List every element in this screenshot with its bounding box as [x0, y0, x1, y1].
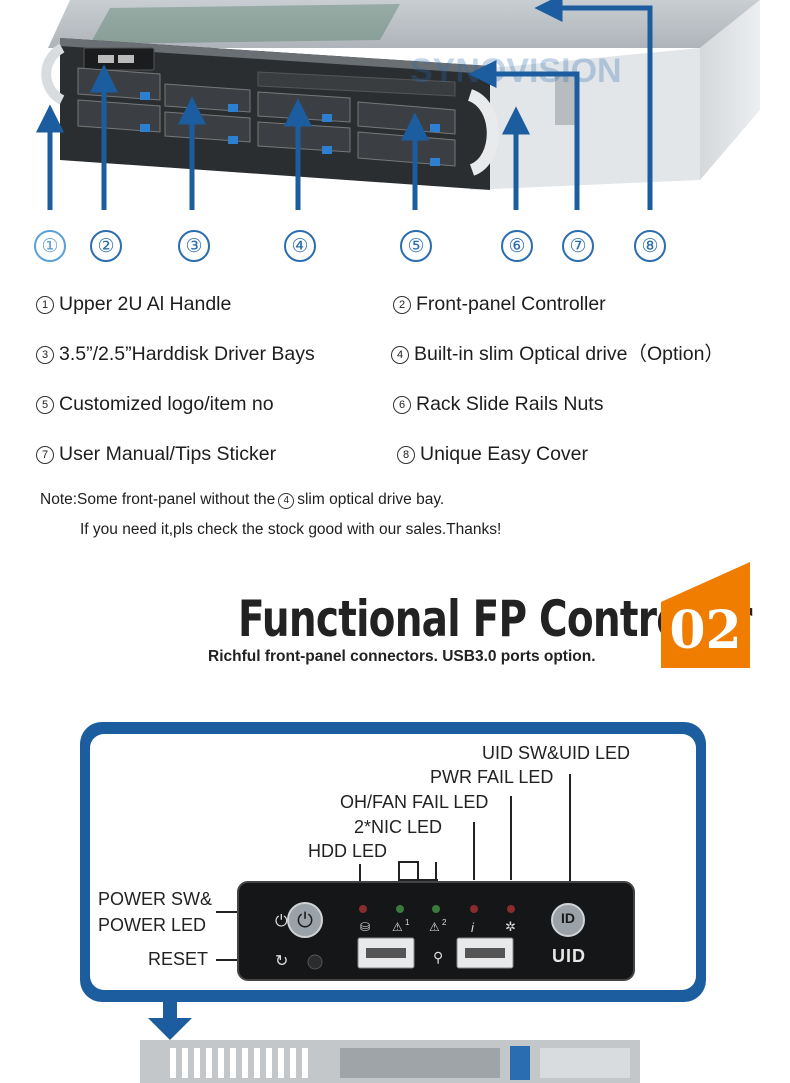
- label-nic-led: 2*NIC LED: [354, 817, 443, 837]
- fan-led-icon: ✲: [505, 919, 516, 934]
- hdd-led-icon: ⛁: [360, 920, 370, 934]
- label-pwr-fail-led: PWR FAIL LED: [430, 767, 554, 787]
- section-number: 02: [669, 600, 742, 661]
- label-reset: RESET: [148, 949, 209, 969]
- callout-number-1: ①: [32, 226, 68, 262]
- down-arrow-icon: [148, 1000, 192, 1040]
- nic2-index: 2: [442, 918, 447, 927]
- section-subtitle: Richful front-panel connectors. USB3.0 p…: [208, 648, 596, 665]
- power-glyph-icon: ⏻: [275, 911, 288, 930]
- watermark-text: SYNOVISION: [410, 52, 622, 90]
- usb-icon: ⚲: [433, 949, 443, 965]
- uid-panel-label: UID: [552, 946, 586, 966]
- callout-number-4: ④: [282, 226, 318, 262]
- server-front-photo: SYNOVISION: [35, 0, 760, 210]
- callout-number-5: ⑤: [398, 226, 434, 262]
- label-uid-sw-led: UID SW&UID LED: [482, 743, 631, 763]
- nic2-led-icon: ⚠: [429, 920, 440, 934]
- callout-number-6: ⑥: [499, 226, 535, 262]
- controller-lines: ⏻ ⏻ ↻ ⛁ ⚠ ⚠ i ✲ ⚲: [216, 774, 635, 981]
- controller-diagram: ⏻ ⏻ ↻ ⛁ ⚠ ⚠ i ✲ ⚲ ID UID 1 2 UID SW&UID …: [90, 734, 696, 990]
- info-led-icon: i: [471, 920, 475, 935]
- nic1-index: 1: [405, 918, 410, 927]
- nic1-led-icon: ⚠: [392, 920, 403, 934]
- note-line-2: If you need it,pls check the stock good …: [80, 521, 502, 538]
- callout-number-7: ⑦: [560, 226, 596, 262]
- callout-number-2: ②: [88, 226, 124, 262]
- callout-number-8: ⑧: [632, 226, 668, 262]
- section-number-badge: [661, 562, 750, 668]
- callout-number-3: ③: [176, 226, 212, 262]
- label-oh-fan-fail-led: OH/FAN FAIL LED: [340, 792, 489, 812]
- label-power-led: POWER LED: [98, 915, 207, 935]
- label-hdd-led: HDD LED: [308, 841, 388, 861]
- power-symbol-icon: ⏻: [297, 908, 313, 932]
- uid-button[interactable]: ID: [561, 910, 575, 926]
- reset-glyph-icon: ↻: [275, 951, 288, 970]
- label-power-sw: POWER SW&: [98, 889, 213, 909]
- server-rear-photo: [140, 1040, 640, 1083]
